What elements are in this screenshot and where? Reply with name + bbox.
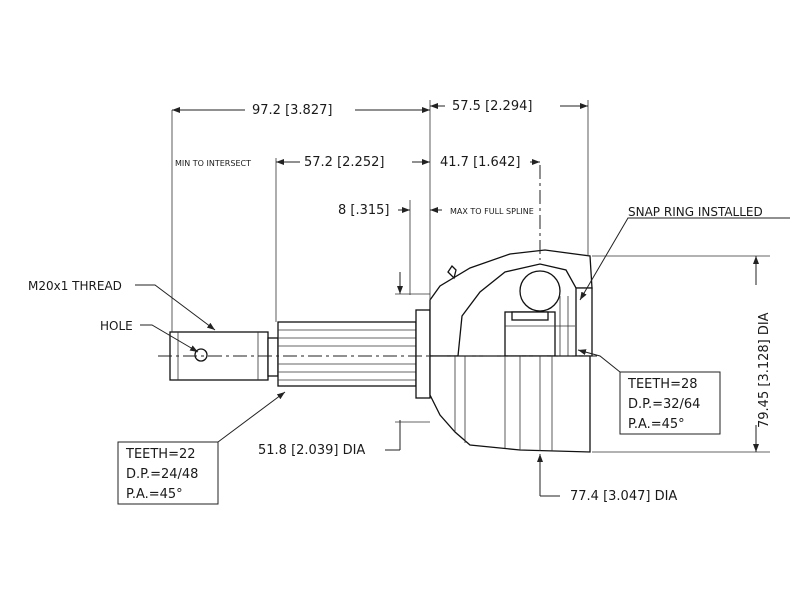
right-pa: P.A.=45°	[628, 417, 685, 432]
min-to-intersect-label: MIN TO INTERSECT	[175, 159, 251, 168]
shaft-collar	[415, 309, 431, 399]
bell-housing	[429, 249, 593, 453]
spline-lines	[278, 329, 416, 381]
right-teeth: TEETH=28	[627, 377, 698, 392]
left-dp: D.P.=24/48	[126, 467, 198, 482]
overall-diameter-dim: 79.45 [3.128] DIA	[757, 312, 772, 428]
thread-label: M20x1 THREAD	[28, 279, 122, 293]
snap-ring-label: SNAP RING INSTALLED	[628, 205, 763, 219]
overall-length-dim: 97.2 [3.827]	[252, 103, 332, 118]
spec-box-left: TEETH=22 D.P.=24/48 P.A.=45°	[117, 441, 219, 505]
hole-label: HOLE	[100, 319, 133, 333]
shaft-diameter-dim: 51.8 [2.039] DIA	[258, 443, 365, 458]
spline-length-dim: 57.2 [2.252]	[304, 155, 384, 170]
right-dp: D.P.=32/64	[628, 397, 700, 412]
left-pa: P.A.=45°	[126, 487, 183, 502]
bell-lower	[429, 355, 591, 453]
splined-shaft	[277, 321, 417, 387]
left-teeth: TEETH=22	[125, 447, 196, 462]
bell-diameter-dim: 77.4 [3.047] DIA	[570, 489, 677, 504]
max-to-full-spline-label: MAX TO FULL SPLINE	[450, 207, 534, 216]
spec-box-right: TEETH=28 D.P.=32/64 P.A.=45°	[619, 371, 721, 435]
bell-length-dim: 57.5 [2.294]	[452, 99, 532, 114]
shaft-assembly	[169, 309, 431, 399]
ball	[519, 270, 561, 312]
spline-to-center-dim: 41.7 [1.642]	[440, 155, 520, 170]
shaft-neck	[267, 337, 279, 377]
small-offset-dim: 8 [.315]	[338, 203, 390, 218]
